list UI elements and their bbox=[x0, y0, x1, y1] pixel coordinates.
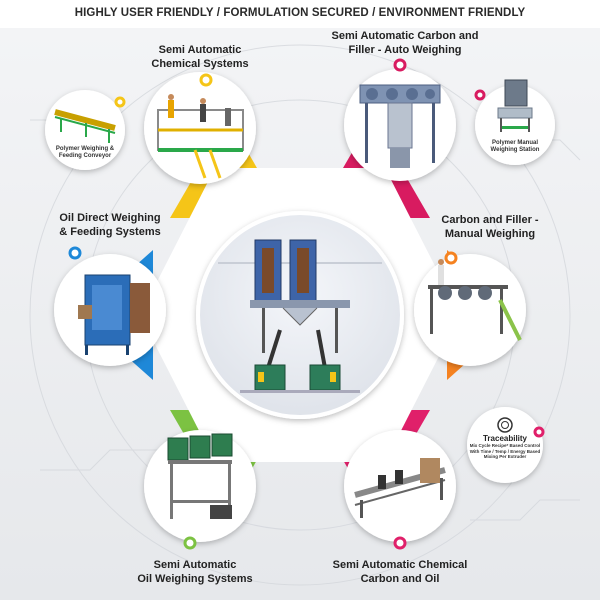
traceability-block: Traceability Mix Cycle Recipe* Based Con… bbox=[469, 434, 541, 460]
traceability-title: Traceability bbox=[482, 434, 528, 443]
header-tagline: HIGHLY USER FRIENDLY / FORMULATION SECUR… bbox=[74, 7, 526, 19]
central-machine-image bbox=[196, 211, 404, 419]
carbon-manual-weighing-circle[interactable] bbox=[414, 254, 526, 366]
chemical-carbon-oil-circle[interactable] bbox=[344, 430, 456, 542]
ring-markers bbox=[68, 58, 545, 550]
label-polymer-conveyor: Polymer Weighing &Feeding Conveyor bbox=[55, 146, 115, 159]
polymer-manual-circle[interactable] bbox=[475, 79, 555, 165]
label-carbon-manual: Carbon and Filler -Manual Weighing bbox=[441, 214, 539, 240]
label-oil-direct: Oil Direct Weighing& Feeding Systems bbox=[59, 212, 161, 238]
chemical-systems-circle[interactable] bbox=[144, 72, 256, 184]
oil-direct-weighing-circle[interactable] bbox=[54, 254, 166, 366]
polymer-conveyor-circle[interactable] bbox=[45, 90, 125, 170]
fingerprint-icon bbox=[497, 417, 513, 433]
traceability-circle[interactable] bbox=[467, 407, 543, 483]
carbon-auto-weighing-circle[interactable] bbox=[344, 69, 456, 181]
traceability-desc: Mix Cycle Recipe* Based Control With Tim… bbox=[469, 443, 541, 459]
oil-weighing-systems-circle[interactable] bbox=[144, 430, 256, 542]
